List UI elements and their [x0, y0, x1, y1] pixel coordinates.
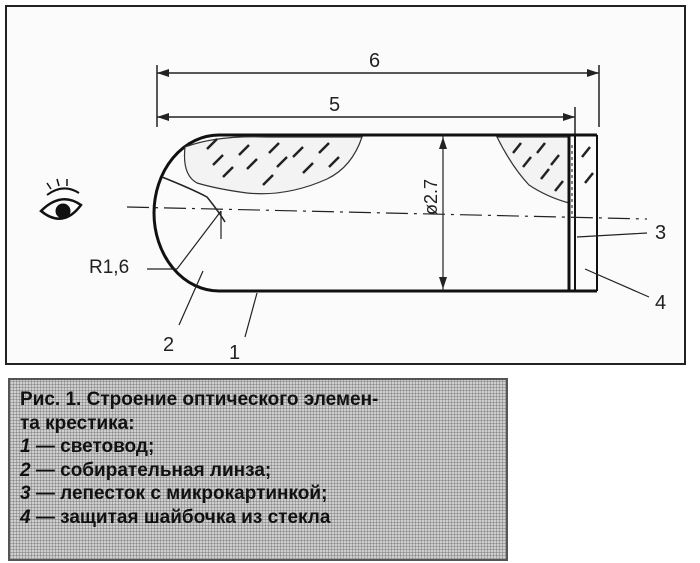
dimension-overall: 6: [156, 50, 600, 127]
dimension-5-label: 5: [329, 94, 340, 116]
caption-item-text: — защитая шайбочка из стекла: [30, 506, 331, 528]
eye-icon: [39, 178, 83, 220]
caption-item-text: — собирательная линза;: [30, 459, 272, 481]
caption-item: 4 — защитая шайбочка из стекла: [20, 506, 496, 530]
figure-caption: Рис. 1. Строение оптического элемен- та …: [8, 378, 508, 561]
hatch-marks-left: [206, 138, 340, 186]
radius-label: R1,6: [89, 257, 129, 278]
caption-item: 1 — световод;: [20, 435, 496, 459]
caption-item-text: — лепесток с микрокартинкой;: [30, 483, 328, 504]
caption-item-number: 1: [20, 436, 31, 457]
radius-leader: [147, 210, 222, 270]
light-guide-outline: [152, 133, 597, 293]
diameter-label: ø2.7: [421, 179, 441, 215]
hatch-marks-right: [512, 142, 594, 192]
callout-1: 1: [229, 342, 240, 364]
technical-drawing: 6 5: [39, 50, 666, 364]
dimension-6-label: 6: [369, 50, 380, 72]
caption-item-number: 2: [20, 459, 31, 481]
callout-4: 4: [655, 292, 666, 314]
caption-item-text: — световод;: [30, 436, 155, 457]
hatch-region-right: [496, 136, 570, 204]
caption-title-line-2: та крестика:: [20, 412, 135, 434]
hatch-region-left: [183, 136, 363, 195]
centerline: [126, 206, 648, 220]
caption-item-number: 4: [20, 506, 31, 528]
caption-item: 2 — собирательная линза;: [20, 459, 496, 483]
callout-2: 2: [163, 334, 174, 356]
callout-leaders: [178, 232, 650, 338]
dimension-body: 5: [157, 94, 576, 135]
caption-item: 3 — лепесток с микрокартинкой;: [20, 482, 496, 506]
caption-item-number: 3: [20, 483, 31, 504]
callout-3: 3: [655, 222, 666, 244]
caption-title-line-1: Рис. 1. Строение оптического элемен-: [20, 389, 379, 410]
drawing-frame: 6 5: [5, 5, 686, 365]
